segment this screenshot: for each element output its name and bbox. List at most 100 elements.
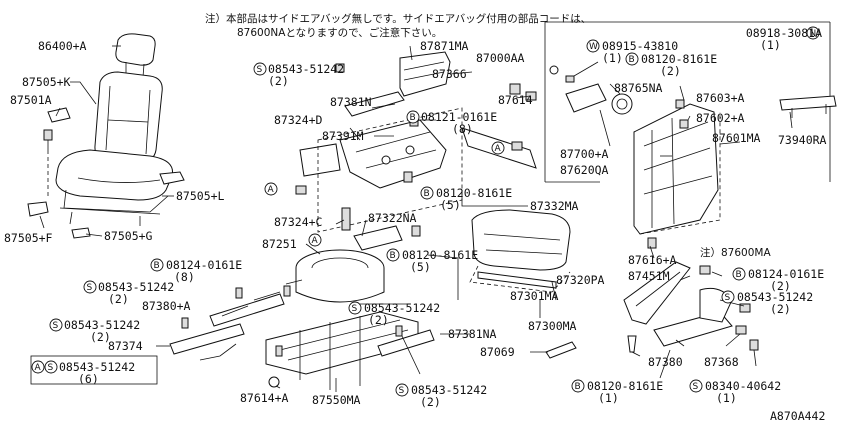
complete-seat-illustration (27, 33, 185, 239)
callout-08120-8161E-d-qty: (1) (598, 391, 619, 405)
svg-text:S: S (53, 321, 59, 331)
callout-87601MA: 87601MA (712, 131, 761, 145)
callout-87505K: 87505+K (22, 75, 71, 89)
svg-text:B: B (410, 113, 416, 123)
callout-87380: 87380 (648, 355, 683, 369)
svg-text:S: S (352, 304, 358, 314)
callout-08121-0161E: 08121-0161E (421, 110, 497, 124)
svg-text:B: B (575, 382, 581, 392)
symbol-circles: S B N W B B B S B B S S S A S S B S A A … (30, 26, 820, 397)
svg-text:B: B (629, 55, 635, 65)
callout-87251: 87251 (262, 237, 297, 251)
callout-08124-0161E-a-qty: (8) (174, 270, 195, 284)
callout-87871MA: 87871MA (420, 39, 469, 53)
callout-08918-3081A-qty: (1) (760, 38, 781, 52)
callout-08543-51242-b-qty: (2) (108, 292, 129, 306)
callout-87505G: 87505+G (104, 229, 153, 243)
callout-08340-40642: 08340-40642 (705, 379, 781, 393)
callout-87616A: 87616+A (628, 253, 677, 267)
callout-87700A: 87700+A (560, 147, 609, 161)
callout-08120-8161E-a-qty: (2) (660, 64, 681, 78)
callout-08543-51242-g: 08543-51242 (411, 383, 487, 397)
callout-87620QA: 87620QA (560, 163, 609, 177)
svg-text:S: S (399, 386, 405, 396)
svg-text:A: A (495, 144, 502, 154)
seatback-assembly-illustration (544, 21, 837, 249)
callout-87505L: 87505+L (176, 189, 225, 203)
callout-87069: 87069 (480, 345, 515, 359)
callout-08124-0161E-a: 08124-0161E (166, 258, 242, 272)
callout-87602A: 87602+A (696, 111, 745, 125)
callout-08120-8161E-a: 08120-8161E (641, 52, 717, 66)
callout-87614A: 87614+A (240, 391, 289, 405)
callout-08124-0161E-b: 08124-0161E (748, 267, 824, 281)
callout-87391M: 87391M (322, 129, 364, 143)
callout-08543-51242-e-qty: (2) (90, 330, 111, 344)
note-line-1: 注）本部品はサイドエアバッグ無しです。サイドエアバッグ付用の部品コードは、 (205, 12, 591, 25)
svg-text:A: A (312, 236, 319, 246)
callout-08543-51242-a-qty: (2) (268, 74, 289, 88)
svg-text:B: B (390, 251, 396, 261)
svg-text:B: B (154, 261, 160, 271)
callout-08124-0161E-b-qty: (2) (770, 279, 791, 293)
cushion-pad-illustration (469, 209, 571, 293)
figure-id: A870A442 (770, 409, 825, 423)
callout-08915-43810: 08915-43810 (602, 39, 678, 53)
callout-08543-51242-g-qty: (2) (420, 395, 441, 409)
svg-text:S: S (87, 283, 93, 293)
svg-text:N: N (810, 29, 817, 39)
callout-87322NA: 87322NA (368, 211, 417, 225)
callout-labels: 86400+A 87505+K 87501A 87505+L 87505+F 8… (4, 26, 827, 423)
callout-08543-51242-f: 08543-51242 (59, 360, 135, 374)
svg-text:B: B (736, 270, 742, 280)
leader-lines (39, 45, 793, 392)
callout-87603A: 87603+A (696, 91, 745, 105)
callout-08543-51242-c: 08543-51242 (737, 290, 813, 304)
svg-text:A: A (268, 185, 275, 195)
callout-08340-40642-qty: (1) (716, 391, 737, 405)
svg-text:W: W (589, 42, 598, 52)
callout-86400A: 86400+A (38, 39, 87, 53)
callout-87381NA: 87381NA (448, 327, 497, 341)
callout-87501A: 87501A (10, 93, 52, 107)
note-line-2: 87600NAとなりますので、ご注意下さい。 (237, 26, 442, 39)
svg-text:B: B (424, 189, 430, 199)
callout-08120-8161E-b-qty: (5) (440, 198, 461, 212)
callout-08543-51242-d-qty: (2) (368, 313, 389, 327)
callout-87332MA: 87332MA (530, 199, 579, 213)
callout-08543-51242-c-qty: (2) (770, 302, 791, 316)
callout-08543-51242-a: 08543-51242 (268, 62, 344, 76)
svg-text:S: S (693, 382, 699, 392)
callout-note-87600MA: 注）87600MA (700, 246, 771, 259)
callout-87324D: 87324+D (274, 113, 323, 127)
callout-87381N: 87381N (330, 95, 372, 109)
callout-08120-8161E-b: 08120-8161E (436, 186, 512, 200)
callout-87374: 87374 (108, 339, 143, 353)
callout-87320PA: 87320PA (556, 273, 605, 287)
callout-87451M: 87451M (628, 269, 670, 283)
callout-87324C: 87324+C (274, 215, 323, 229)
callout-08120-8161E-c: 08120-8161E (402, 248, 478, 262)
svg-text:A: A (35, 363, 42, 373)
callout-87366: 87366 (432, 67, 467, 81)
callout-08915-43810-qty: (1) (602, 51, 623, 65)
callout-87505F: 87505+F (4, 231, 53, 245)
svg-text:S: S (257, 65, 263, 75)
callout-08120-8161E-d: 08120-8161E (587, 379, 663, 393)
callout-73940RA: 73940RA (778, 133, 827, 147)
callout-08121-0161E-qty: (8) (452, 122, 473, 136)
svg-text:S: S (48, 363, 54, 373)
callout-87550MA: 87550MA (312, 393, 361, 407)
callout-88765NA: 88765NA (614, 81, 663, 95)
callout-08120-8161E-c-qty: (5) (410, 260, 431, 274)
seat-frame-illustration (169, 51, 537, 390)
callout-87300MA: 87300MA (528, 319, 577, 333)
callout-87614: 87614 (498, 93, 533, 107)
svg-text:S: S (725, 293, 731, 303)
callout-08543-51242-b: 08543-51242 (98, 280, 174, 294)
callout-87380A: 87380+A (142, 299, 191, 313)
callout-87368: 87368 (704, 355, 739, 369)
callout-08543-51242-f-qty: (6) (78, 372, 99, 386)
